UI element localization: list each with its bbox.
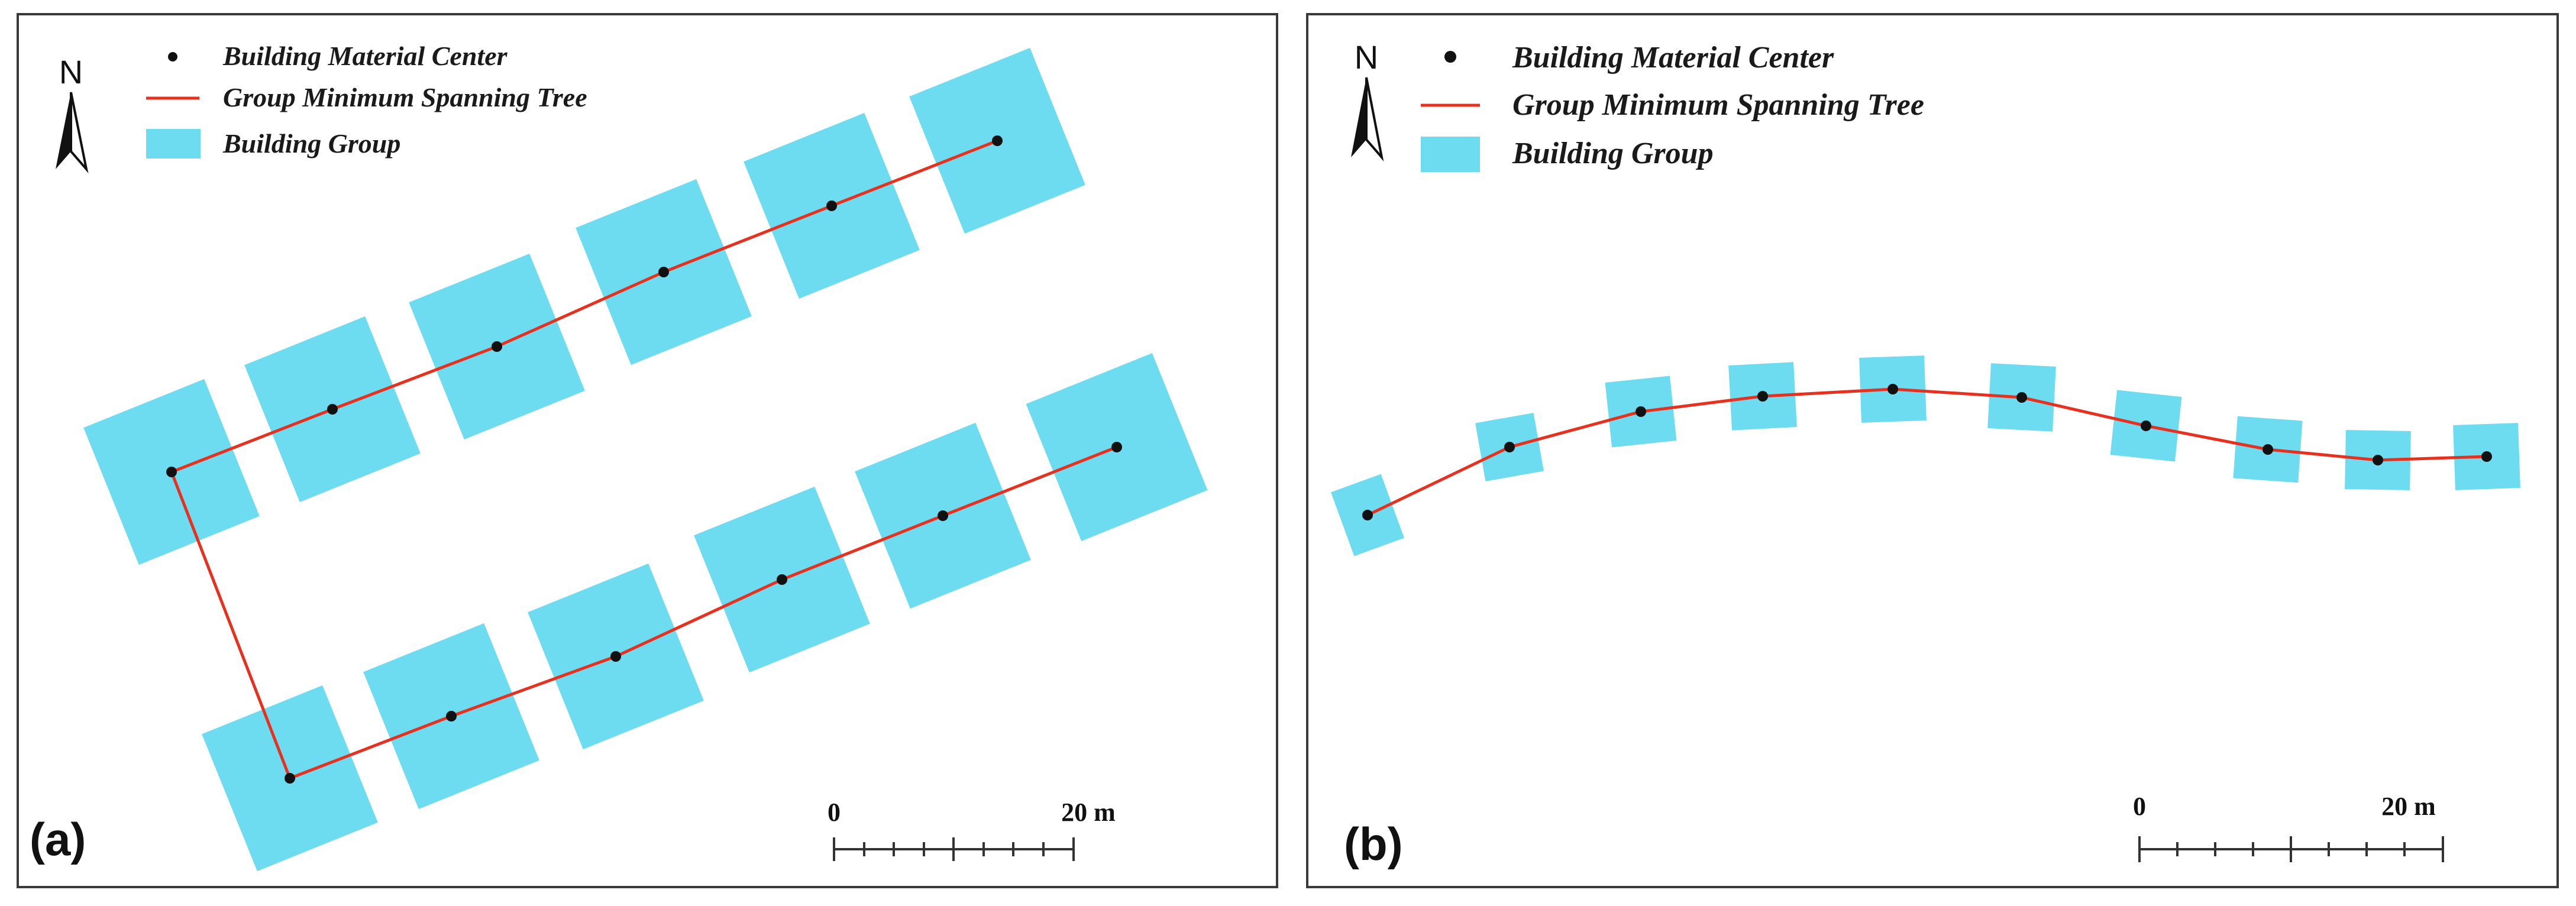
scale-end-label: 20 m <box>2381 792 2436 821</box>
legend-tree-label: Group Minimum Spanning Tree <box>1512 88 1924 122</box>
material-center <box>2016 392 2027 403</box>
map-canvas-a: N Building Material Center Group Minimum… <box>30 41 1208 872</box>
spanning-tree-edge <box>1366 387 2487 517</box>
spanning-tree-edge <box>169 139 1117 781</box>
material-center <box>1362 510 1373 520</box>
legend-center-symbol <box>1444 51 1456 63</box>
material-center <box>2141 420 2151 431</box>
legend-center-label: Building Material Center <box>1512 41 1834 75</box>
material-center <box>2373 455 2383 465</box>
material-center <box>492 341 502 352</box>
legend-center-label: Building Material Center <box>222 41 508 71</box>
panel-label-b: (b) <box>1344 818 1403 870</box>
material-center <box>938 510 948 521</box>
material-center <box>1757 391 1768 402</box>
legend-group-label: Building Group <box>222 128 400 158</box>
north-arrow: N <box>56 53 89 174</box>
scale-start-label: 0 <box>2133 792 2146 821</box>
legend-group-symbol <box>1421 137 1480 172</box>
material-center <box>285 773 295 784</box>
legend-center-symbol <box>168 52 177 62</box>
material-center <box>166 467 177 477</box>
north-label: N <box>59 53 83 90</box>
material-center <box>1636 406 1646 417</box>
scale-end-label: 20 m <box>1061 798 1116 827</box>
material-center <box>1111 442 1122 452</box>
legend-group-symbol <box>146 129 201 158</box>
material-center-layer-b <box>1362 384 2492 520</box>
scale-start-label: 0 <box>828 798 841 827</box>
north-arrow: N <box>1351 38 1384 161</box>
material-center <box>2481 451 2492 462</box>
material-center-layer-a <box>166 135 1122 784</box>
legend: Building Material Center Group Minimum S… <box>146 41 587 158</box>
building-group-layer-a <box>83 47 1208 872</box>
material-center <box>777 574 787 585</box>
material-center <box>610 651 621 662</box>
material-center <box>2263 444 2273 455</box>
material-center <box>327 404 338 415</box>
material-center <box>1887 384 1898 394</box>
legend: Building Material Center Group Minimum S… <box>1421 41 1924 172</box>
legend-group-label: Building Group <box>1512 137 1714 170</box>
scale-bar: 0 20 m <box>2133 792 2444 862</box>
material-center <box>658 267 669 277</box>
material-center <box>1504 442 1515 452</box>
map-canvas-b: N Building Material Center Group Minimum… <box>1331 38 2520 870</box>
map-panel-b: N Building Material Center Group Minimum… <box>1306 13 2559 888</box>
north-label: N <box>1355 38 1378 76</box>
material-center <box>992 135 1003 146</box>
legend-tree-label: Group Minimum Spanning Tree <box>223 82 587 112</box>
material-center <box>826 200 837 211</box>
scale-bar: 0 20 m <box>828 798 1116 861</box>
material-center <box>446 711 457 721</box>
map-panel-a: N Building Material Center Group Minimum… <box>17 13 1278 888</box>
panel-label-a: (a) <box>30 813 86 865</box>
spanning-tree-layer-b <box>1366 387 2487 517</box>
spanning-tree-layer-a <box>169 139 1117 781</box>
